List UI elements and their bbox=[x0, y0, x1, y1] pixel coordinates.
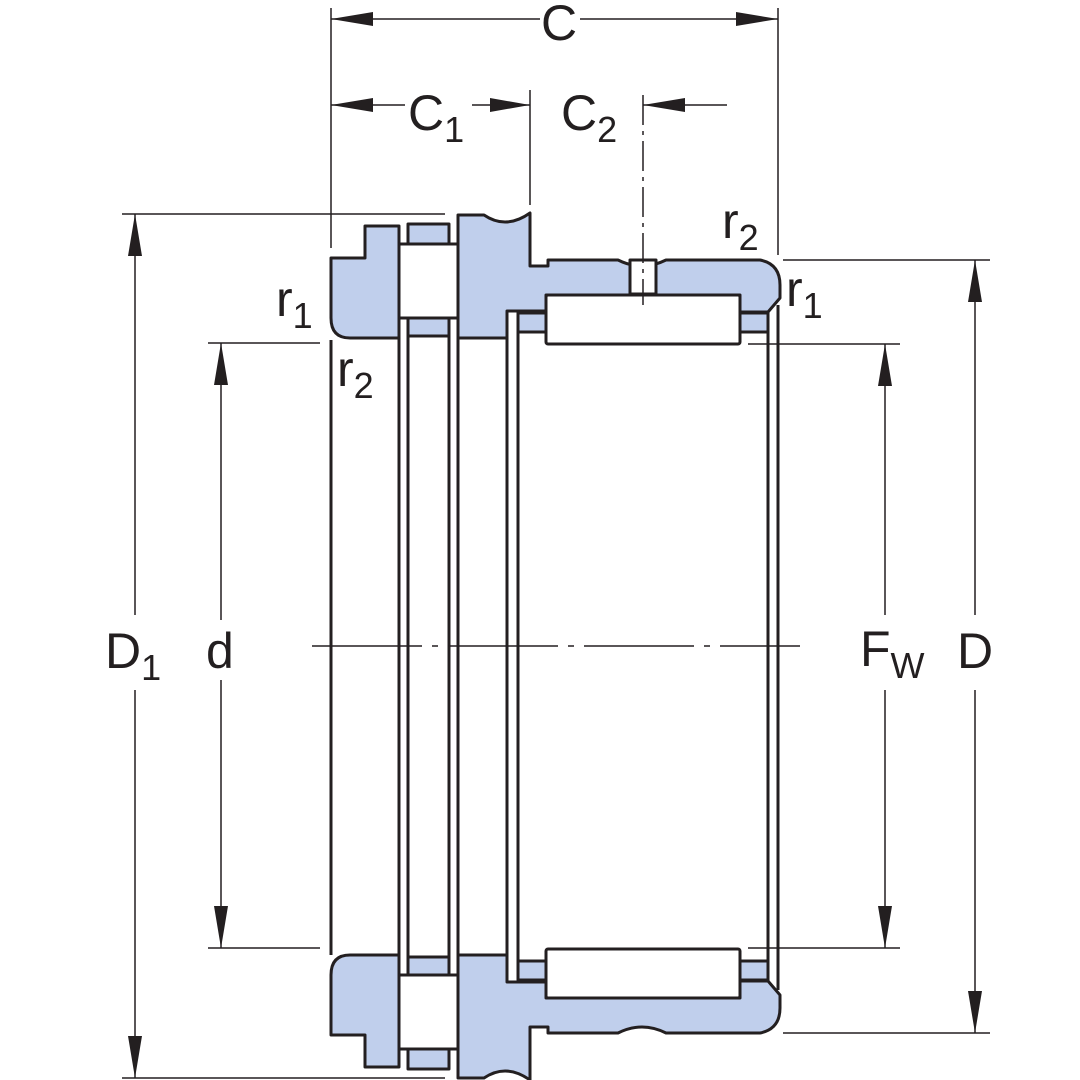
arrow-d1-top bbox=[128, 214, 142, 256]
thrust-cage-bottom-upper bbox=[406, 955, 451, 977]
thrust-cage-bottom-lower bbox=[406, 1047, 451, 1071]
label-D: D bbox=[957, 623, 993, 679]
dimensions bbox=[122, 8, 990, 1079]
labels: C C1 C2 D1 d FW D r1 r2 r2 r1 bbox=[105, 0, 993, 688]
thrust-cage-top-lower bbox=[406, 316, 451, 338]
needle-roller-bottom bbox=[544, 947, 742, 1000]
bearing-section bbox=[312, 95, 800, 1080]
label-r2-right: r2 bbox=[722, 193, 759, 258]
label-c2: C2 bbox=[561, 85, 617, 150]
label-r1-right: r1 bbox=[786, 261, 823, 326]
label-c: C bbox=[541, 0, 577, 51]
label-fw: FW bbox=[860, 621, 925, 686]
thrust-cage-top-upper bbox=[406, 222, 451, 246]
arrow-d-top bbox=[214, 343, 228, 385]
arrow-c1-right bbox=[490, 98, 530, 112]
arrow-c-right bbox=[736, 12, 778, 26]
arrow-D-top bbox=[968, 260, 982, 302]
arrow-fw-bottom bbox=[878, 906, 892, 948]
needle-cage-top-right bbox=[738, 311, 770, 334]
arrow-c-left bbox=[331, 12, 373, 26]
label-d1: D1 bbox=[105, 623, 161, 688]
arrow-c1-left bbox=[331, 98, 373, 112]
needle-cage-top-left bbox=[516, 311, 548, 334]
label-r2-left: r2 bbox=[337, 341, 374, 406]
thrust-roller-top bbox=[397, 242, 460, 320]
needle-cage-bottom-right bbox=[738, 959, 770, 982]
label-d: d bbox=[206, 623, 234, 679]
arrow-d-bottom bbox=[214, 906, 228, 948]
arrow-d1-bottom bbox=[128, 1036, 142, 1078]
left-ring-bottom bbox=[329, 953, 401, 1069]
thrust-roller-bottom bbox=[397, 973, 460, 1051]
label-r1-left: r1 bbox=[276, 271, 313, 336]
needle-cage-bottom-left bbox=[516, 959, 548, 982]
label-c1: C1 bbox=[408, 85, 464, 150]
arrow-c2 bbox=[643, 98, 685, 112]
arrow-D-bottom bbox=[968, 991, 982, 1033]
arrow-fw-top bbox=[878, 344, 892, 386]
left-ring-top bbox=[329, 224, 401, 340]
